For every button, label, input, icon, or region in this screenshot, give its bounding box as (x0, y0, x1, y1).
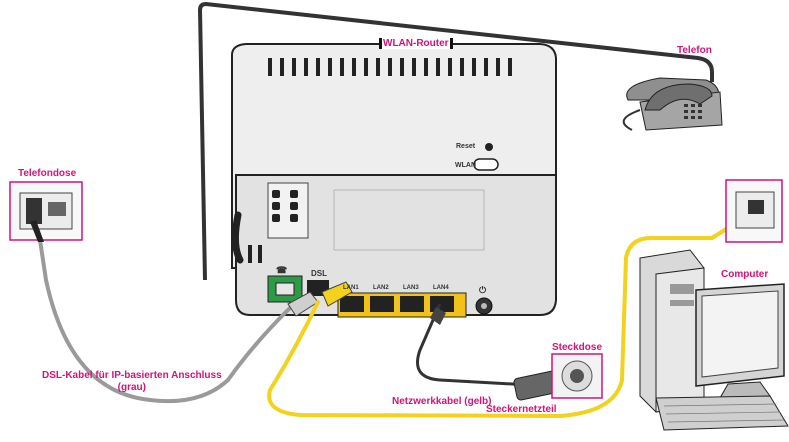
label-dsl-kabel: DSL-Kabel für IP-basierten Anschluss (gr… (42, 371, 222, 393)
wlan-button (473, 158, 499, 171)
label-reset: Reset (456, 143, 476, 150)
label-steckdose: Steckdose (552, 342, 603, 353)
label-telefon: Telefon (677, 45, 712, 56)
lan-ports (337, 292, 467, 318)
wall-socket-icon (9, 181, 83, 242)
label-lan2: LAN2 (373, 285, 389, 291)
phone-cable (198, 2, 714, 281)
label-lan3: LAN3 (403, 285, 419, 291)
router-title: WLAN-Router (379, 38, 453, 49)
label-netzwerkkabel: Netzwerkkabel (gelb) (392, 396, 492, 407)
network-cable (267, 226, 730, 419)
label-telefondose: Telefondose (18, 168, 77, 179)
label-dsl: DSL (311, 269, 327, 278)
telephone-icon (626, 77, 723, 131)
phone-symbol-icon: ☎ (276, 265, 288, 275)
network-socket-icon (725, 179, 783, 243)
label-steckernetzteil: Steckernetzteil (486, 404, 557, 415)
computer-icon (639, 249, 789, 431)
router-body (231, 43, 557, 318)
reset-button (485, 143, 493, 151)
power-cable (416, 303, 531, 387)
power-outlet-icon (551, 353, 603, 399)
label-dsl-kabel-line2: (grau) (117, 382, 146, 393)
label-wlan: WLAN (455, 162, 476, 169)
power-symbol-icon: ⏻ (479, 285, 487, 295)
label-dsl-kabel-line1: DSL-Kabel für IP-basierten Anschluss (42, 370, 222, 381)
dsl-cable (38, 238, 294, 404)
label-computer: Computer (721, 269, 769, 280)
label-lan1: LAN1 (343, 285, 359, 291)
label-lan4: LAN4 (433, 285, 449, 291)
